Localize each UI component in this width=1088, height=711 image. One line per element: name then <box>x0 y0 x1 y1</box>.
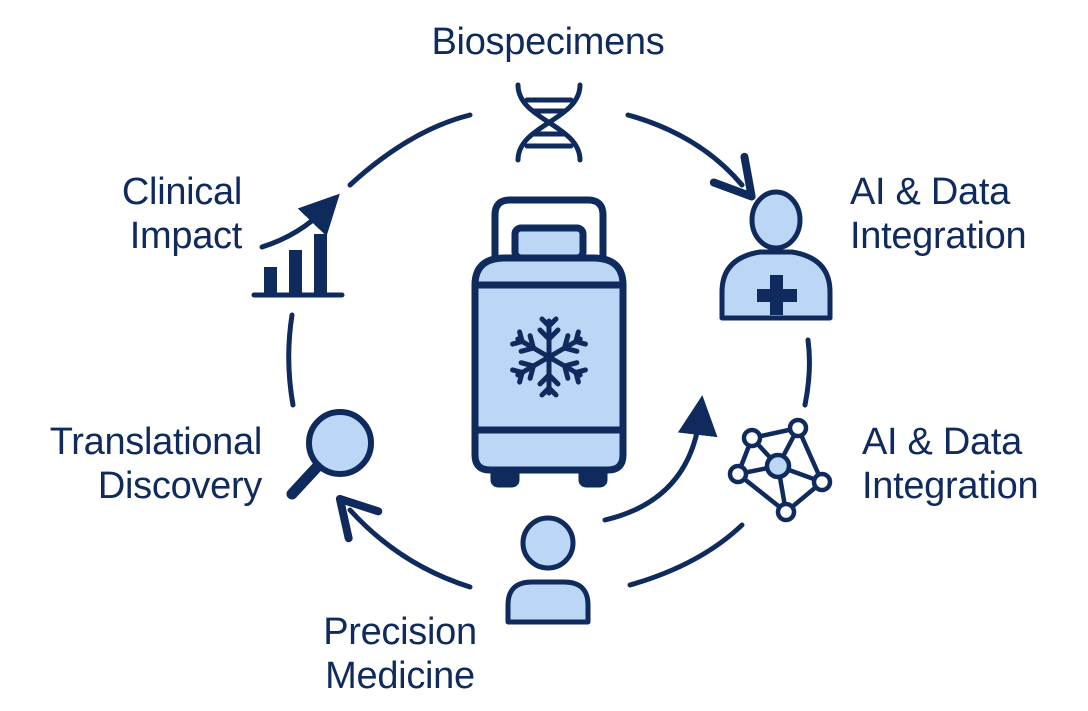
magnifier-icon <box>286 409 374 500</box>
arc-clinical-to-biospecimens <box>347 112 473 188</box>
label-clinical-impact: Clinical Impact <box>121 171 242 257</box>
person-icon <box>505 515 591 625</box>
label-precision-medicine: Precision Medicine <box>323 611 477 697</box>
label-translational-discovery: Translational Discovery <box>49 421 263 507</box>
snowflake-icon <box>512 316 587 395</box>
patient-medical-icon <box>719 189 833 321</box>
arc-ai-top-to-ai-bottom <box>802 337 812 408</box>
arc-precision-to-translational <box>335 494 473 590</box>
label-ai-data-integration-bottom: AI & Data Integration <box>862 421 1039 507</box>
arc-translational-to-clinical <box>286 312 296 408</box>
arc-biospecimens-to-ai-top <box>625 112 756 201</box>
label-biospecimens: Biospecimens <box>431 21 665 63</box>
cycle-arcs <box>286 112 812 590</box>
dna-icon <box>515 82 583 163</box>
growth-chart-icon <box>251 193 345 298</box>
network-nodes-icon <box>727 417 833 523</box>
arc-inner-return <box>602 395 718 523</box>
arc-ai-bottom-to-precision <box>627 522 745 588</box>
label-ai-data-integration-top: AI & Data Integration <box>850 171 1027 257</box>
